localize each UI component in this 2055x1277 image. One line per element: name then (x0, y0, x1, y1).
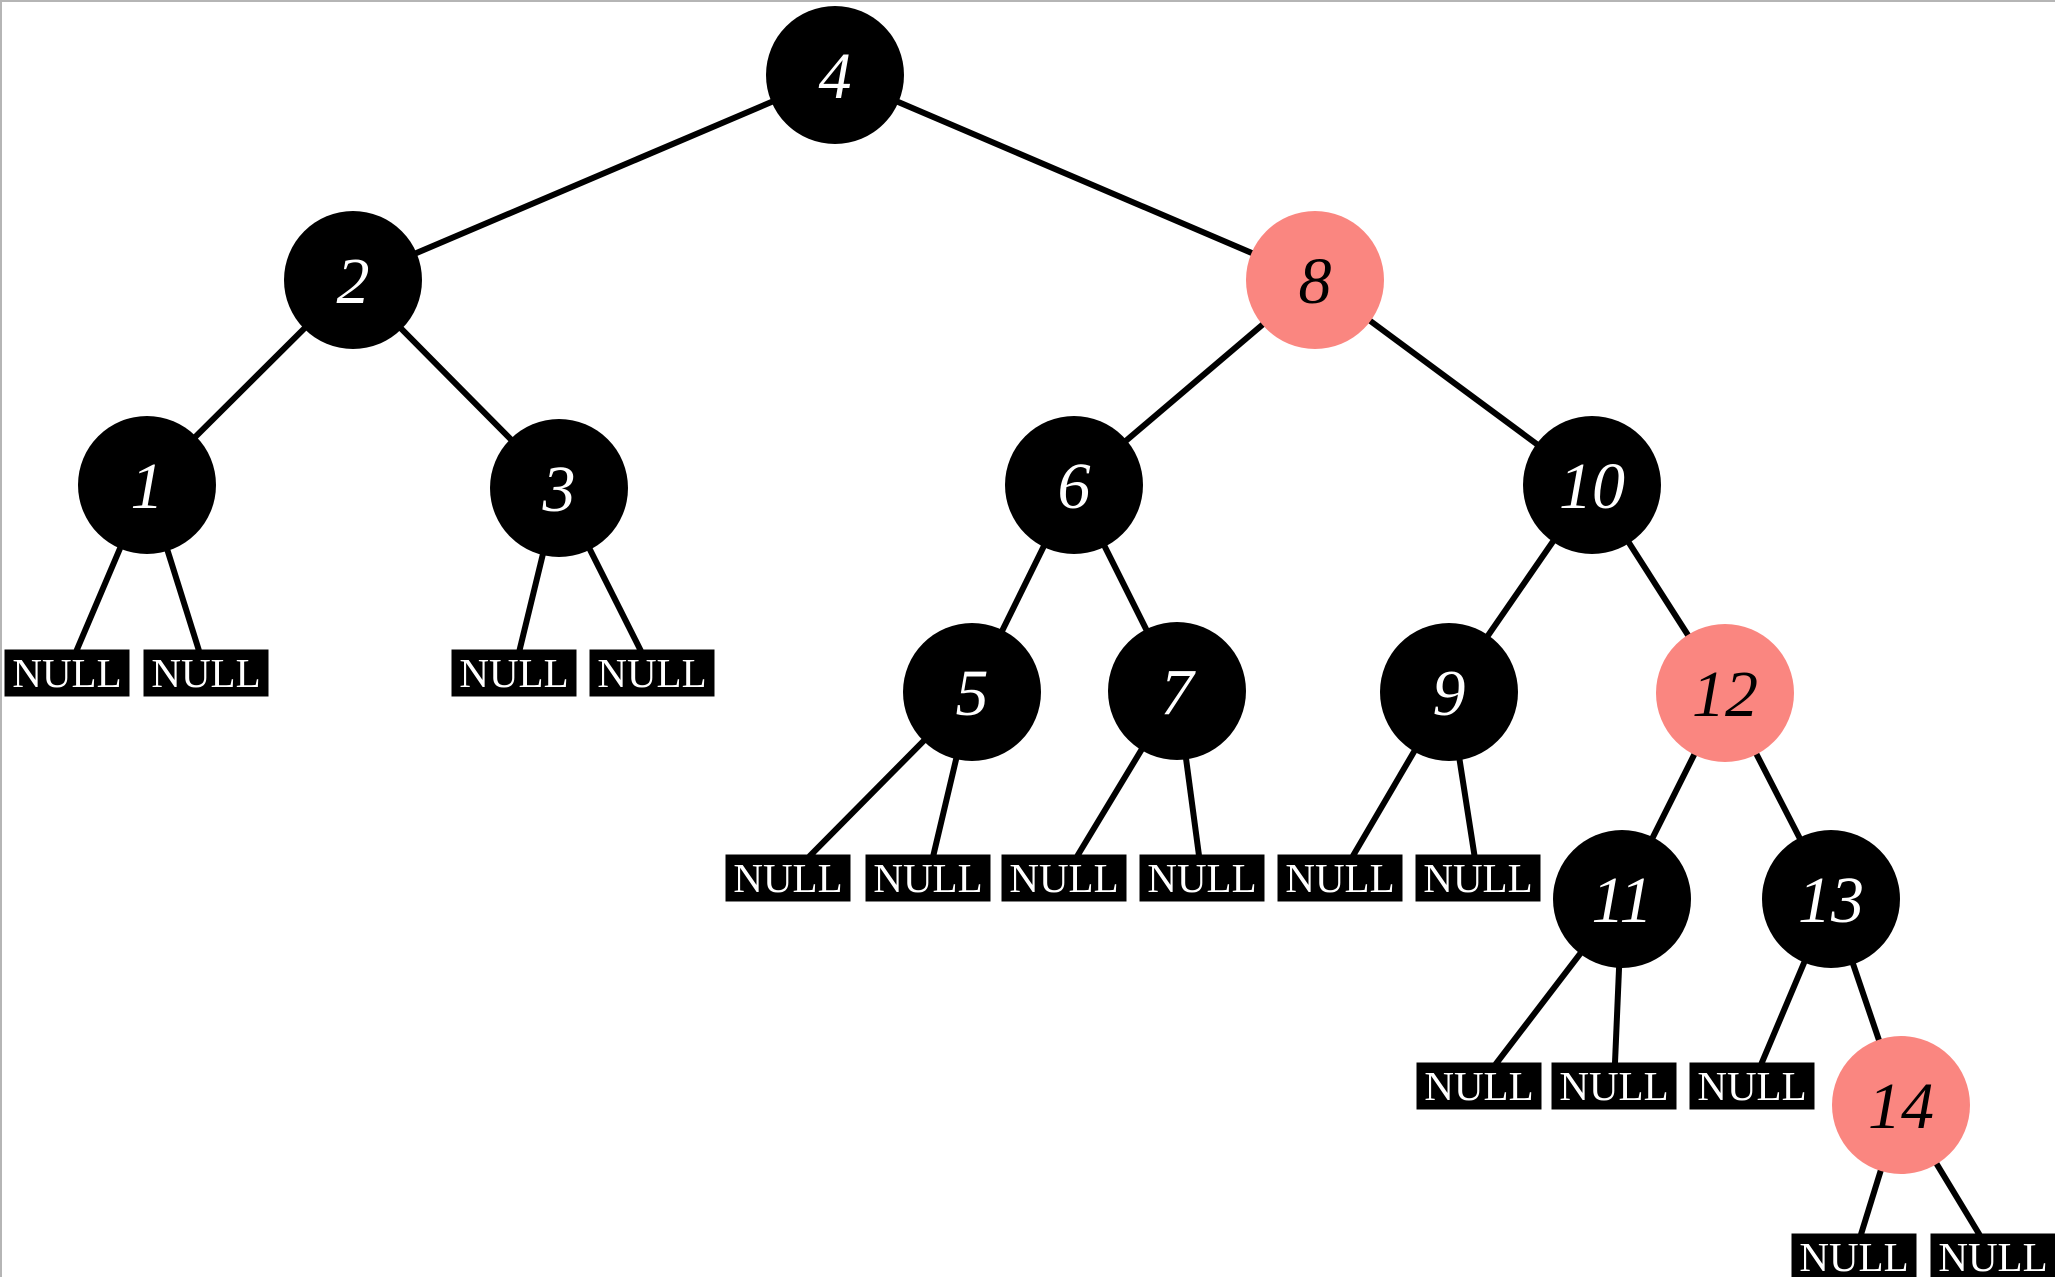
tree-node-11 (1553, 830, 1691, 968)
tree-node-8 (1246, 211, 1384, 349)
null-3-left-label: NULL (459, 650, 568, 696)
null-11-right-label: NULL (1559, 1063, 1668, 1109)
null-1-right-box (143, 649, 269, 697)
tree-node-10-label: 10 (1559, 450, 1625, 523)
null-5-left-label: NULL (733, 855, 842, 901)
null-3-left-box (451, 649, 577, 697)
null-7-left-box (1001, 854, 1127, 902)
tree-node-9-label: 9 (1433, 657, 1466, 730)
null-5-left-box (725, 854, 851, 902)
null-9-left-box (1277, 854, 1403, 902)
null-14-left-label: NULL (1799, 1234, 1908, 1277)
tree-node-6-label: 6 (1058, 450, 1091, 523)
null-14-right-label: NULL (1938, 1234, 2047, 1277)
tree-node-4 (766, 6, 904, 144)
tree-node-5-label: 5 (956, 657, 989, 730)
tree-node-11-label: 11 (1591, 864, 1652, 937)
null-11-right-box (1551, 1062, 1677, 1110)
null-5-right-label: NULL (873, 855, 982, 901)
tree-node-3 (490, 419, 628, 557)
tree-node-13-label: 13 (1798, 864, 1864, 937)
tree-node-2 (284, 211, 422, 349)
tree-node-5 (903, 623, 1041, 761)
null-5-right-box (865, 854, 991, 902)
null-11-left-label: NULL (1424, 1063, 1533, 1109)
tree-edge-4-8 (833, 72, 1317, 283)
tree-node-10 (1523, 416, 1661, 554)
null-1-right-label: NULL (151, 650, 260, 696)
tree-node-2-label: 2 (337, 245, 370, 318)
null-13-left-label: NULL (1697, 1063, 1806, 1109)
tree-node-14-label: 14 (1868, 1070, 1934, 1143)
tree-node-12-label: 12 (1692, 658, 1758, 731)
tree-node-3-label: 3 (542, 453, 576, 526)
null-9-right-box (1415, 854, 1541, 902)
null-3-right-label: NULL (597, 650, 706, 696)
tree-node-13 (1762, 830, 1900, 968)
null-9-right-label: NULL (1423, 855, 1532, 901)
null-1-left-label: NULL (12, 650, 121, 696)
null-7-right-box (1139, 854, 1265, 902)
null-7-left-label: NULL (1009, 855, 1118, 901)
tree-node-12 (1656, 624, 1794, 762)
tree-node-7 (1108, 622, 1246, 760)
null-13-left-box (1689, 1062, 1815, 1110)
null-7-right-label: NULL (1147, 855, 1256, 901)
null-3-right-box (589, 649, 715, 697)
null-1-left-box (4, 649, 130, 697)
null-11-left-box (1416, 1062, 1542, 1110)
tree-edge-4-2 (351, 72, 837, 283)
tree-node-14 (1832, 1036, 1970, 1174)
tree-node-1 (78, 416, 216, 554)
null-14-right-box (1930, 1233, 2055, 1277)
tree-node-7-label: 7 (1161, 656, 1197, 729)
tree-node-6 (1005, 416, 1143, 554)
null-9-left-label: NULL (1285, 855, 1394, 901)
tree-node-4-label: 4 (819, 40, 852, 113)
null-14-left-box (1791, 1233, 1917, 1277)
tree-node-8-label: 8 (1299, 245, 1332, 318)
tree-node-1-label: 1 (131, 450, 164, 523)
tree-node-9 (1380, 623, 1518, 761)
